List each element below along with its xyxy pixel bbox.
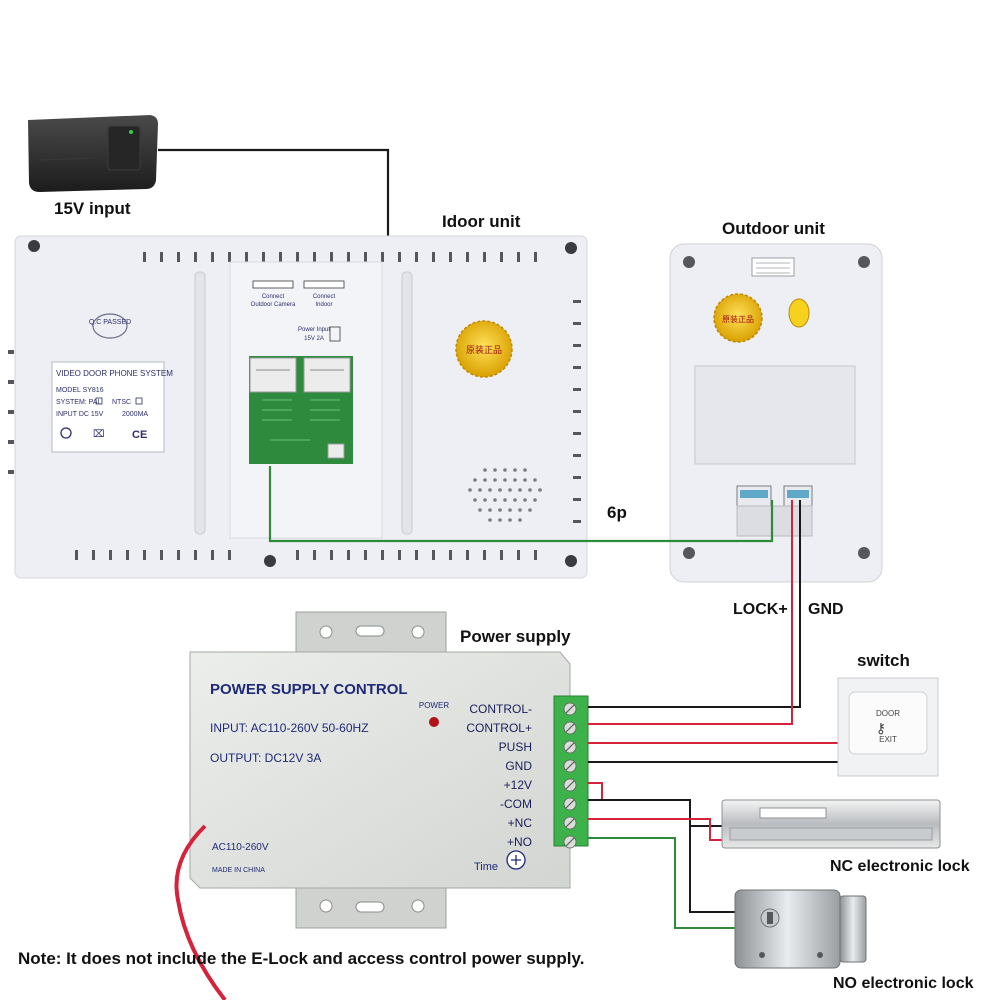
indoor-pcb [249,356,353,464]
qc-stamp-text: Q.C PASSED [89,319,131,326]
connect-camera-line2: Outdoor Camera [251,302,296,308]
indoor-unit-label: Idoor unit [442,212,521,231]
nc-lock-label: NC electronic lock [830,858,970,875]
exit-switch[interactable]: DOOR EXIT ⚷ [837,677,939,777]
terminal-label-nc: +NC [508,816,533,830]
no-lock-label: NO electronic lock [833,975,974,992]
switch-text-top: DOOR [876,709,900,718]
terminal-block[interactable] [553,695,589,849]
no-electronic-lock [734,889,867,969]
power-supply-label: Power supply [460,627,571,646]
terminal-label-12v: +12V [504,778,532,792]
cable-6p-label: 6p [607,503,627,522]
terminal-label-gnd: GND [505,759,532,773]
switch-label: switch [857,651,910,670]
adapter-label: 15V input [54,199,131,218]
system-pal-text: SYSTEM: PAL [56,399,101,406]
power-supply-control: POWER SUPPLY CONTROL INPUT: AC110-260V 5… [189,611,589,929]
note-text: Note: It does not include the E-Lock and… [18,949,584,968]
terminal-label-push: PUSH [499,740,532,754]
ce-mark: CE [132,429,147,441]
input-text: INPUT DC 15V [56,411,104,418]
ac-label: AC110-260V [212,842,269,853]
6p-cable [268,466,774,543]
connect-indoor-line1: Connect [313,294,336,300]
terminal-label-no: +NO [507,835,532,849]
terminal-label-control-minus: CONTROL- [469,702,532,716]
gnd-label: GND [808,601,844,618]
system-ntsc-text: NTSC [112,399,131,406]
made-in-label: MADE IN CHINA [212,867,265,874]
system-title: VIDEO DOOR PHONE SYSTEM [56,369,173,378]
indoor-seal-text: 原装正品 [466,344,502,356]
wiring [588,500,838,929]
outdoor-seal-text: 原装正品 [722,314,754,324]
connect-indoor-line2: Indoor [315,302,332,308]
power-led [429,717,439,727]
switch-text-bottom: EXIT [879,735,897,744]
outdoor-unit: 原装正品 [669,243,883,583]
weee-icon: ⌧ [93,429,105,440]
psu-output: OUTPUT: DC12V 3A [210,751,321,765]
terminal-label-control-plus: CONTROL+ [466,721,532,735]
nc-electronic-lock [721,799,941,849]
psu-title: POWER SUPPLY CONTROL [210,681,408,698]
model-text: MODEL SY816 [56,387,104,394]
psu-input: INPUT: AC110-260V 50-60HZ [210,721,369,735]
speaker-grill [468,468,542,522]
lock-plus-label: LOCK+ [733,601,788,618]
outdoor-unit-label: Outdoor unit [722,219,825,238]
current-text: 2000MA [122,411,148,418]
connect-camera-line1: Connect [262,294,285,300]
indoor-seal: 原装正品 [455,320,513,378]
power-adapter [28,115,158,192]
indoor-unit: Q.C PASSED VIDEO DOOR PHONE SYSTEM MODEL… [8,235,588,579]
key-icon: ⚷ [876,721,886,737]
power-input-line2: 15V 2A [304,336,324,342]
power-led-label: POWER [419,701,449,710]
terminal-label-com: -COM [500,797,532,811]
power-input-line1: Power Input [298,327,330,333]
time-label: Time [474,861,498,873]
ac-power-cable [174,824,227,1000]
